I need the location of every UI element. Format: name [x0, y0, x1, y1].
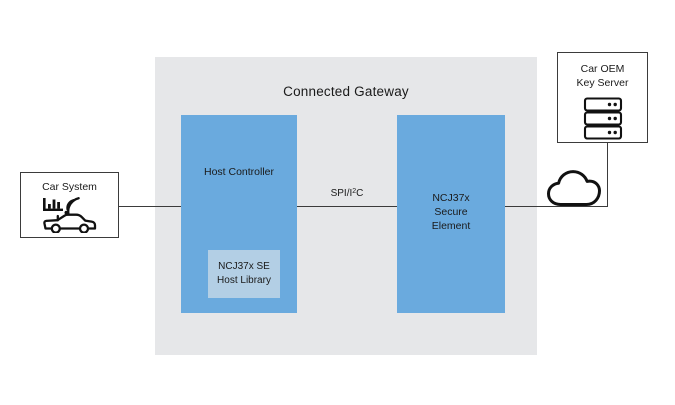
secure-element-label-line1: NCJ37x [432, 192, 470, 204]
bus-label-superscript: 2 [352, 188, 357, 195]
server-rack-icon [582, 96, 624, 140]
secure-element-label-line2: Secure [434, 206, 468, 219]
bus-interface-label: SPI/I2C [303, 188, 391, 199]
secure-element-label-line3: Element [431, 220, 471, 233]
connector-host-controller-to-secure-element [297, 206, 397, 207]
host-library-label: NCJ37x SE Host Library [217, 260, 271, 288]
cloud-icon [546, 166, 602, 208]
key-server-title-line2: Key Server [576, 77, 629, 90]
key-server-title: Car OEM Key Server [577, 62, 629, 90]
host-library-label-line1: NCJ37x SE [218, 261, 270, 272]
connector-secure-element-to-cloud [505, 206, 608, 207]
bus-label-suffix: C [356, 188, 364, 199]
connector-key-server-to-cloud [607, 143, 608, 207]
car-system-title: Car System [42, 181, 97, 193]
key-server-title-line1: Car OEM [580, 63, 625, 75]
car-system-box: Car System [20, 172, 119, 238]
secure-element-label: NCJ37x Secure Element [397, 191, 505, 234]
connector-car-system-to-host-controller [119, 206, 181, 207]
connected-car-icon [41, 197, 99, 234]
host-controller-label: Host Controller [203, 166, 275, 178]
ncj37x-se-host-library-box: NCJ37x SE Host Library [208, 250, 280, 298]
host-library-label-line2: Host Library [217, 275, 271, 286]
bus-label-prefix: SPI/I [330, 188, 353, 199]
car-oem-key-server-box: Car OEM Key Server [557, 52, 648, 143]
secure-element-block: NCJ37x Secure Element [397, 115, 505, 313]
gateway-title: Connected Gateway [283, 84, 409, 99]
host-controller-block: Host Controller NCJ37x SE Host Library [181, 115, 297, 313]
